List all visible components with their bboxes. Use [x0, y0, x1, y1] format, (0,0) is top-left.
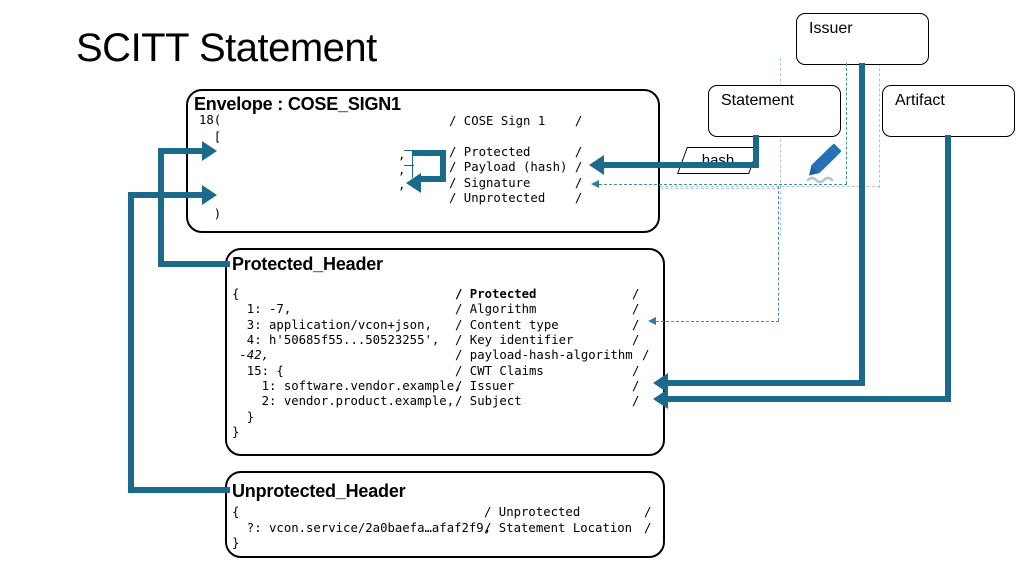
uh-value-1: ?: vcon.service/2a0baefa…afaf2f9,: [232, 521, 492, 535]
envelope-comma-3: ,: [398, 178, 406, 192]
ph-trail-0: /: [632, 287, 640, 301]
envelope-comma-2: ,: [398, 163, 406, 177]
unprotected-header-title: Unprotected_Header: [232, 481, 406, 501]
dash-statement-contenttype-v: [778, 186, 779, 321]
ph-comment-0: / Protected: [455, 287, 537, 301]
conn-issuer-arrowhead: [653, 373, 668, 393]
envelope-comma-1: ,: [398, 148, 406, 162]
ph-trail-7: /: [632, 394, 640, 408]
ph-comment-2: / Content type: [455, 318, 559, 332]
uh-value-2: }: [232, 536, 240, 550]
uh-trail-1: /: [644, 521, 652, 535]
unprotected-header-box[interactable]: [225, 471, 665, 558]
conn-statement-v: [753, 135, 759, 168]
conn-protected-to-envelope-h2: [158, 148, 206, 154]
conn-issuer-v: [859, 63, 865, 383]
ph-comment-7: / Subject: [455, 394, 522, 408]
uh-value-0: {: [232, 505, 240, 519]
inner-loop-bottom: [418, 176, 446, 182]
uh-comment-0: / Unprotected: [484, 505, 581, 519]
ph-value-9: }: [232, 425, 240, 439]
inner-loop-arrowhead: [406, 173, 421, 193]
artifact-box[interactable]: Artifact: [882, 85, 1015, 137]
envelope-comment-signature: / Signature /: [449, 176, 583, 190]
ph-value-0: {: [232, 287, 240, 301]
envelope-line-open: [: [199, 130, 222, 144]
conn-protected-to-envelope-v: [158, 148, 164, 267]
ph-value-7: 2: vendor.product.example,: [232, 394, 455, 408]
conn-issuer-h: [668, 380, 865, 386]
comma-hook-2: [404, 165, 414, 166]
uh-comment-1: / Statement Location: [484, 521, 633, 535]
envelope-line-18: 18(: [199, 113, 222, 127]
ph-value-8: }: [232, 410, 255, 424]
conn-unprotected-to-envelope-h2: [128, 192, 206, 198]
ph-trail-5: /: [632, 364, 640, 378]
conn-protected-to-envelope-h1: [158, 261, 230, 267]
dash-issuer-signature-v: [846, 63, 847, 184]
dash-signature-arrowhead: [591, 180, 599, 188]
ph-value-2: 3: application/vcon+json,: [232, 318, 432, 332]
dash-contenttype-arrowhead: [648, 317, 656, 325]
envelope-comment-unprotected: / Unprotected /: [449, 191, 583, 205]
ph-trail-2: /: [632, 318, 640, 332]
ph-trail-4: /: [642, 348, 650, 362]
statement-box[interactable]: Statement: [708, 85, 841, 137]
conn-artifact-h: [668, 396, 951, 402]
hash-label: hash: [701, 152, 735, 169]
envelope-comment-payload: / Payload (hash) /: [449, 160, 583, 174]
ph-comment-3: / Key identifier: [455, 333, 574, 347]
envelope-comment-cose: / COSE Sign 1 /: [449, 114, 583, 128]
ph-comment-4: / payload-hash-algorithm: [455, 348, 633, 362]
inner-loop-right: [440, 150, 446, 182]
inner-loop-top: [412, 150, 446, 156]
artifact-label: Artifact: [895, 92, 945, 109]
issuer-box[interactable]: Issuer: [796, 13, 929, 65]
envelope-title: Envelope : COSE_SIGN1: [194, 94, 401, 114]
guide-vertical-mid: [780, 186, 781, 236]
ph-value-1: 1: -7,: [232, 302, 292, 316]
envelope-line-close: ): [199, 207, 222, 221]
ph-value-3: 4: h'50685f55...50523255',: [232, 333, 440, 347]
comma-hook-v: [412, 150, 413, 178]
ph-trail-3: /: [632, 333, 640, 347]
guide-vertical-right: [879, 58, 880, 188]
conn-payload-arrowhead: [589, 155, 604, 175]
protected-header-title: Protected_Header: [232, 254, 383, 274]
guide-horizontal-low: [640, 188, 780, 189]
pencil-icon: [800, 140, 848, 188]
conn-hash-to-payload: [604, 162, 662, 168]
uh-trail-0: /: [644, 505, 652, 519]
statement-label: Statement: [721, 92, 794, 109]
comma-hook-1: [404, 150, 414, 151]
ph-value-4: -42,: [232, 348, 270, 362]
ph-comment-5: / CWT Claims: [455, 364, 544, 378]
envelope-comment-protected: / Protected /: [449, 145, 583, 159]
dash-issuer-signature-h: [599, 184, 847, 185]
conn-unprotected-to-envelope-h1: [128, 487, 230, 493]
page-title: SCITT Statement: [76, 26, 377, 70]
ph-comment-1: / Algorithm: [455, 302, 537, 316]
conn-unprotected-to-envelope-v: [128, 192, 134, 493]
ph-trail-6: /: [632, 379, 640, 393]
ph-value-6: 1: software.vendor.example,: [232, 379, 462, 393]
protected-header-box[interactable]: [225, 248, 665, 456]
conn-artifact-arrowhead: [653, 389, 668, 409]
conn-protected-arrowhead: [202, 141, 217, 161]
ph-value-5: 15: {: [232, 364, 284, 378]
ph-comment-6: / Issuer: [455, 379, 515, 393]
dash-statement-contenttype-h: [656, 321, 779, 322]
conn-artifact-v: [945, 135, 951, 399]
conn-unprotected-arrowhead: [202, 185, 217, 205]
issuer-label: Issuer: [809, 20, 853, 37]
conn-statement-h: [656, 162, 756, 168]
envelope-box[interactable]: [186, 89, 660, 233]
ph-trail-1: /: [632, 302, 640, 316]
guide-horizontal: [640, 186, 880, 187]
